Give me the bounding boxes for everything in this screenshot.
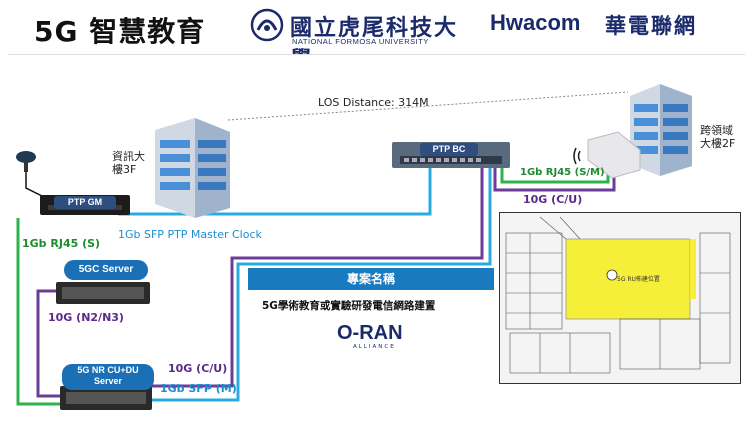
oran-logo: O-RAN [337,322,403,344]
building-right-label: 跨領域 大樓2F [700,124,736,150]
partner-logo-cn: 華電聯網 [605,14,697,38]
header-bar: 5G 智慧教育 國立虎尾科技大學 NATIONAL FORMOSA UNIVER… [0,0,750,73]
university-logo: 國立虎尾科技大學 NATIONAL FORMOSA UNIVERSITY [250,8,460,73]
link-rj45-sm-label: 1Gb RJ45 (S/M) [520,167,605,178]
link-sfp-ptp-label: 1Gb SFP PTP Master Clock [118,228,262,241]
gps-antenna-icon [16,151,47,199]
link-10g-n2n3-label: 10G (N2/N3) [48,311,124,324]
link-rj45-s-label: 1Gb RJ45 (S) [22,237,101,250]
link-10g-cu-bottom-label: 10G (C/U) [168,362,228,375]
link-sfp-m-label: 1Gb SFP (M) [160,382,237,395]
floorplan-drawing [500,213,740,383]
server-nr-pill [62,364,154,390]
partner-logo-en: Hwacom [490,10,581,35]
ptp-bc-pill [420,143,478,156]
ptp-gm-label: PTP GM [67,197,103,207]
ru-position-label: 5G RU佈建位置 [617,276,660,283]
link-10g-n2n3 [36,289,60,398]
link-10g-cu-top [493,168,616,192]
university-subtitle: NATIONAL FORMOSA UNIVERSITY [292,37,429,46]
link-10g-cu-bottom [150,168,484,388]
los-line [227,91,629,121]
project-heading: 專案名稱 [248,268,494,290]
server-5gc-pill [64,260,148,280]
university-seal-icon [250,8,284,42]
ptp-gm-pill [54,196,116,209]
los-distance-label: LOS Distance: 314M [318,96,429,109]
link-sfp-ptp [118,168,432,216]
page-title: 5G 智慧教育 [34,15,206,48]
server-nr-label: 5G NR CU+DU Server [77,365,139,386]
university-name: 國立虎尾科技大學 [290,15,459,73]
link-sfp-m [150,168,492,402]
oran-logo-subtitle: ALLIANCE [353,344,396,350]
building-right-icon [630,84,692,176]
floorplan: 5G RU佈建位置 [499,212,741,384]
server-5gc-label: 5GC Server [78,264,134,275]
link-rj45-s [16,218,62,406]
radio-unit-icon [573,131,641,179]
project-description: 5G學術教育或實驗研發電信網路建置 [262,300,436,312]
building-left-icon [155,118,230,218]
link-rj45-sm [500,168,610,184]
building-left-label: 資訊大 樓3F [112,150,145,176]
ru-position-marker [606,269,618,281]
server-5gc [56,282,150,304]
server-nr [60,386,152,410]
link-10g-cu-top-label: 10G (C/U) [523,193,583,206]
ptp-bc-label: PTP BC [432,144,466,154]
